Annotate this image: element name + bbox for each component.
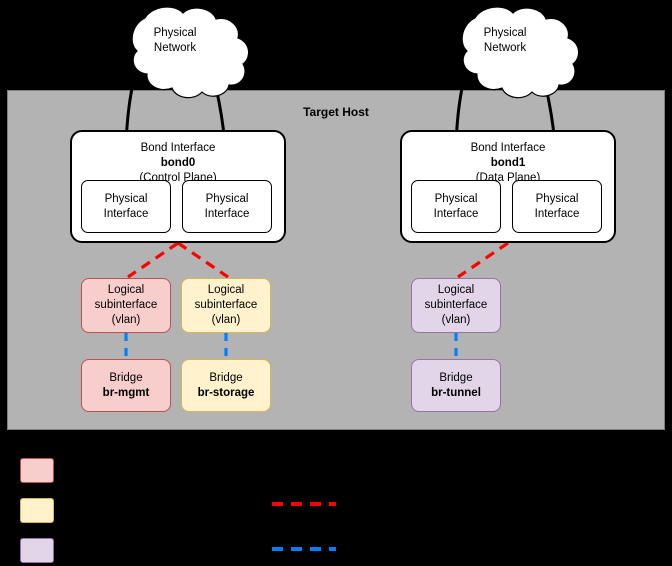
cloud-right-shape (461, 6, 580, 99)
subif-0-line3: (vlan) (111, 314, 141, 326)
bond1-heading: Bond Interface (470, 142, 546, 154)
bridge-br-tunnel[interactable]: Bridge br-tunnel (411, 359, 501, 412)
bond1-name: bond1 (490, 157, 526, 169)
bond0-port1-line2: Interface (204, 207, 250, 220)
bond0-heading: Bond Interface (140, 142, 216, 154)
bridge-2-heading: Bridge (439, 371, 473, 384)
physical-interface-bond0-port0[interactable]: Physical Interface (81, 180, 171, 233)
subif-1-line2: subinterface (194, 299, 258, 311)
subif-0-line2: subinterface (94, 299, 158, 311)
legend-swatch-tunnel (20, 538, 54, 563)
legend-swatch-mgmt (20, 458, 54, 483)
bridge-1-name: br-storage (197, 386, 255, 399)
logical-subinterface-storage[interactable]: Logical subinterface (vlan) (181, 278, 271, 333)
physical-interface-bond1-port1[interactable]: Physical Interface (512, 180, 602, 233)
bridge-br-storage[interactable]: Bridge br-storage (181, 359, 271, 412)
cloud-left-shape (131, 6, 250, 99)
bridge-1-heading: Bridge (209, 371, 243, 384)
subif-2-line3: (vlan) (441, 314, 471, 326)
bridge-0-name: br-mgmt (102, 386, 150, 399)
legend-swatch-storage (20, 498, 54, 523)
target-host-title: Target Host (303, 105, 369, 119)
bond0-name: bond0 (160, 157, 196, 169)
bond1-port1-line1: Physical (535, 192, 579, 205)
bond0-port0-line2: Interface (103, 207, 149, 220)
subif-1-line3: (vlan) (211, 314, 241, 326)
logical-subinterface-mgmt[interactable]: Logical subinterface (vlan) (81, 278, 171, 333)
vlan-link-group-bond1 (457, 241, 509, 279)
bond1-port0-line1: Physical (434, 192, 478, 205)
bridge-br-mgmt[interactable]: Bridge br-mgmt (81, 359, 171, 412)
bond0-port1-line1: Physical (205, 192, 249, 205)
subif-2-line2: subinterface (424, 299, 488, 311)
bond1-port0-line2: Interface (433, 207, 479, 220)
logical-subinterface-tunnel[interactable]: Logical subinterface (vlan) (411, 278, 501, 333)
bond0-port0-line1: Physical (104, 192, 148, 205)
subif-0-line1: Logical (107, 284, 145, 296)
bridge-link-group (124, 333, 458, 359)
vlan-link-group-bond0 (127, 241, 229, 279)
bridge-0-heading: Bridge (109, 371, 143, 384)
subif-2-line1: Logical (437, 284, 475, 296)
physical-interface-bond0-port1[interactable]: Physical Interface (182, 180, 272, 233)
bond1-port1-line2: Interface (534, 207, 580, 220)
bridge-2-name: br-tunnel (431, 386, 481, 399)
subif-1-line1: Logical (207, 284, 245, 296)
physical-interface-bond1-port0[interactable]: Physical Interface (411, 180, 501, 233)
